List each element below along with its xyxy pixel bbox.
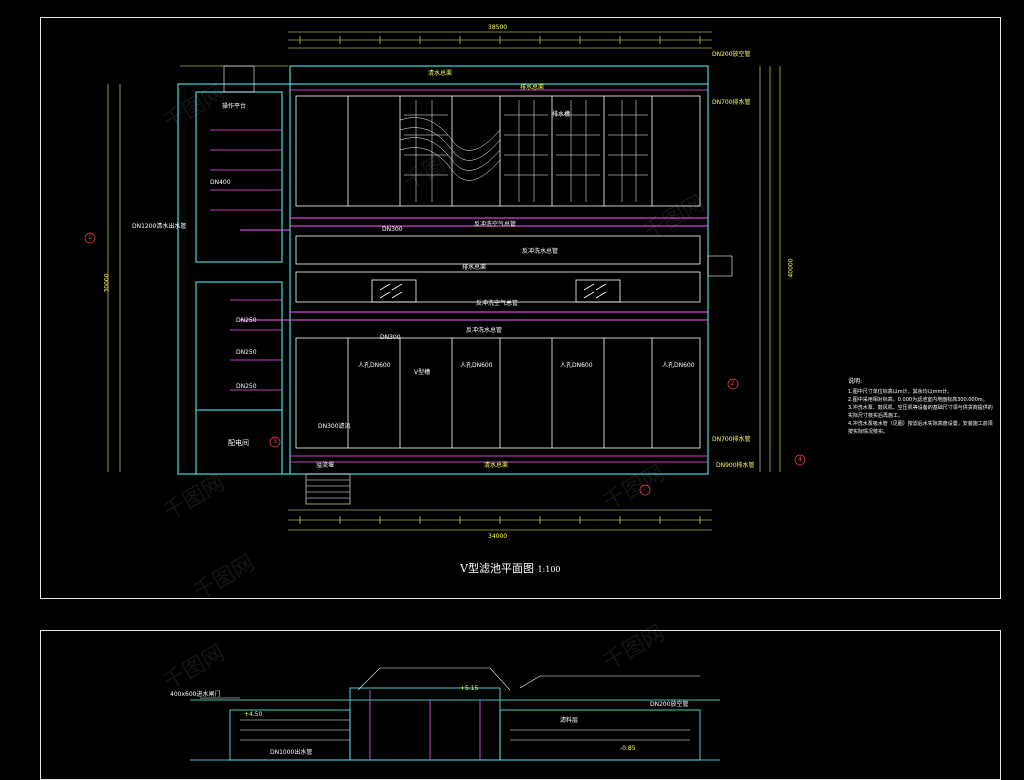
backwash-water-2-label: 反冲洗水总管 [466,327,503,334]
level-mark-2: +4.50 [244,711,263,718]
plan-title-text: V型滤池平面图 [460,562,534,575]
top-overall-dimension: 38500 [488,24,508,31]
drain-trough-label: 排水槽 [552,111,571,118]
drain-pipe-right-top-label: DN700排水管 [712,99,751,106]
note-item: 2.图中采用相对标高，0.000为滤池室内地面标高300.000m。 [848,397,988,403]
axis-mark-4: 4 [798,456,802,463]
clear-channel-bottom-label: 清水总渠 [484,462,509,469]
inlet-gate-label: 400x600进水闸门 [170,691,221,698]
clear-water-channel-label: 清水总渠 [428,70,453,77]
notes-heading: 说明: [848,378,863,385]
drain-pipe-top-label: DN200放空管 [712,51,751,58]
design-notes: 说明: 1.图中尺寸单位标高以m计，其余均以mm计。 2.图中采用相对标高，0.… [848,378,996,436]
axis-mark-1: 1 [88,234,92,241]
backwash-water-label: 反冲洗水总管 [522,248,559,255]
operation-platform-label: 操作平台 [222,103,247,110]
dn250-1-label: DN250 [236,317,257,324]
dn300-2-label: DN300 [380,334,401,341]
drain-channel-label: 排水总渠 [520,84,545,91]
section-drain-label: DN200放空管 [650,701,689,708]
overflow-weir-label: 溢流堰 [316,462,335,469]
dn250-2-label: DN250 [236,349,257,356]
level-mark-3: -0.85 [620,745,636,752]
note-item: 3.冲洗水泵、鼓风机、空压机等设备的基础尺寸须与供货商提供的实际尺寸核实后再施工… [848,405,993,419]
plan-scale: 1:100 [537,565,561,574]
plan-title: V型滤池平面图 1:100 [460,560,561,576]
manhole-3-label: 人孔DN600 [560,362,593,369]
plan-sheet-frame [40,17,1001,599]
filter-media-label: 滤料层 [560,717,579,724]
dn1200-label: DN1200清水出水管 [132,223,187,230]
bottom-overall-dimension: 34000 [488,533,508,540]
dn250-3-label: DN250 [236,383,257,390]
v-channel-label: V型槽 [414,369,431,376]
dn300-3-label: DN300滤流 [318,423,351,430]
manhole-1-label: 人孔DN600 [358,362,391,369]
mid-drain-channel-label: 排水总渠 [462,264,487,271]
level-mark-1: +5.15 [460,685,479,692]
axis-mark-3: 3 [273,438,277,445]
manhole-2-label: 人孔DN600 [460,362,493,369]
dn300-label: DN300 [382,226,403,233]
drain-pipe-right-bottom-label: DN700排水管 [712,436,751,443]
axis-mark-2: 2 [731,380,735,387]
drain-pipe-900-label: DN900排水管 [716,462,755,469]
left-overall-dimension: 30000 [103,273,111,293]
manhole-4-label: 人孔DN600 [662,362,695,369]
note-item: 4.冲洗水泵吸水管（见图）按滤后水实际高度设置，安装施工前须按实际情况核实。 [848,421,993,435]
note-item: 1.图中尺寸单位标高以m计，其余均以mm计。 [848,389,953,395]
dosing-room-label: 配电间 [228,439,249,447]
dn400-label: DN400 [210,179,231,186]
backwash-air-label: 反冲洗空气总管 [474,221,517,228]
right-overall-dimension: 40000 [787,258,795,278]
backwash-air-2-label: 反冲洗空气总管 [476,300,519,307]
outlet-pipe-label: DN1000出水管 [270,749,313,756]
